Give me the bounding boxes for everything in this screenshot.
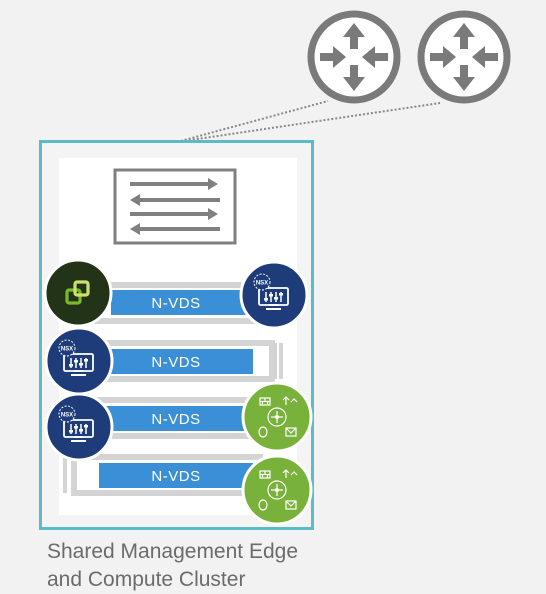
router-icon (421, 14, 507, 100)
edge-services-icon (241, 454, 313, 526)
caption-line-1: Shared Management Edge (47, 540, 299, 563)
svg-text:N-VDS: N-VDS (151, 295, 200, 312)
nsx-host-icon (44, 326, 114, 396)
uplink-lines (176, 100, 441, 143)
nvds-bar: N-VDS (101, 349, 253, 374)
svg-text:N-VDS: N-VDS (151, 468, 200, 485)
caption-line-2: and Compute Cluster (47, 568, 246, 591)
nvds-bar: N-VDS (99, 463, 253, 488)
svg-text:N-VDS: N-VDS (151, 354, 200, 371)
vsphere-icon (43, 258, 113, 328)
nsx-host-icon (44, 392, 114, 462)
nvds-bar: N-VDS (111, 290, 259, 315)
switch-icon (113, 168, 237, 245)
cluster-caption: Shared Management Edge and Compute Clust… (47, 538, 447, 594)
router-icon (311, 14, 397, 100)
nsx-host-icon (239, 260, 309, 330)
nvds-bar: N-VDS (101, 406, 253, 431)
svg-text:N-VDS: N-VDS (151, 411, 200, 428)
edge-services-icon (241, 381, 313, 453)
